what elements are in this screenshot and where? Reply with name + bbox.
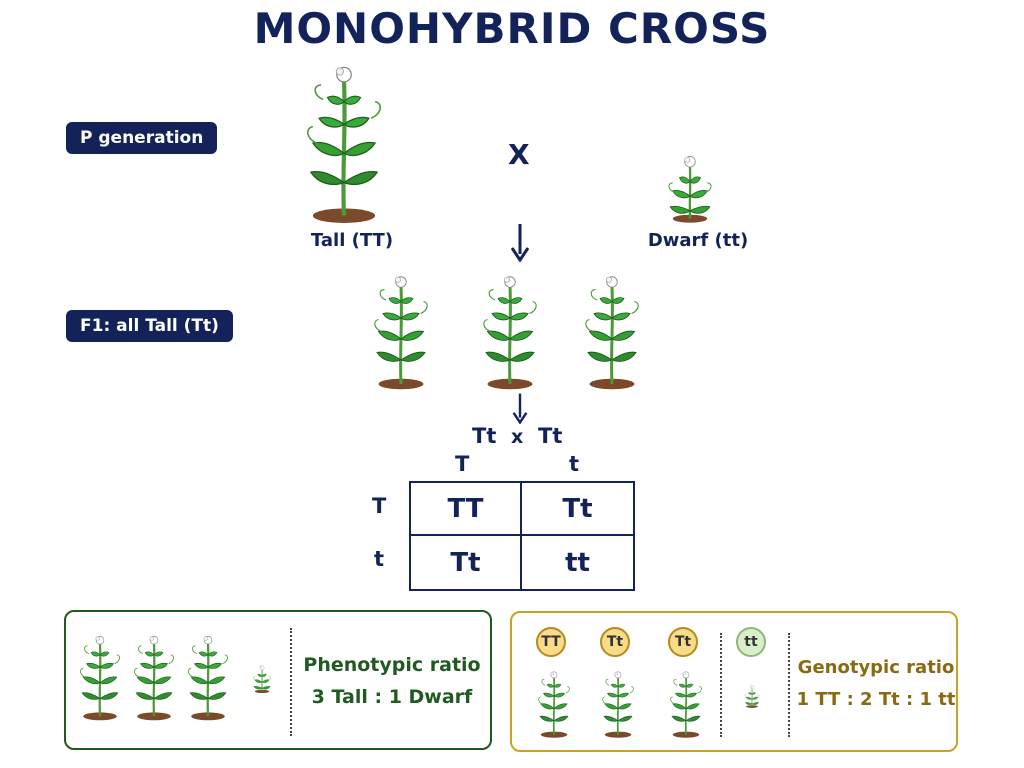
genotype-badge: Tt [600,627,630,657]
tall-plant-icon [664,663,708,743]
tall-plant-icon [596,663,640,743]
f1-label: F1: all Tall (Tt) [66,310,233,342]
phenotypic-ratio-panel: Phenotypic ratio 3 Tall : 1 Dwarf [64,610,492,750]
punnett-square: TT Tt Tt tt [409,481,635,591]
tall-plant-icon [574,270,650,390]
punnett-cell: Tt [411,536,522,589]
f1-plant [363,270,439,390]
dwarf-plant-icon [652,118,728,224]
phenotypic-ratio-title: Phenotypic ratio [303,654,481,676]
punnett-col-header: T [455,452,470,476]
tall-plant-icon [72,626,128,726]
punnett-cell: TT [411,483,522,536]
phenotypic-ratio-value: 3 Tall : 1 Dwarf [311,686,473,708]
panel-divider [720,633,722,737]
selfing-right-genotype: Tt [538,424,563,448]
down-arrow-icon [510,222,530,266]
genotype-badge: Tt [668,627,698,657]
p-generation-label: P generation [66,122,218,154]
dwarf-parent-plant [652,118,728,224]
tall-parent-plant [292,58,396,224]
tall-plant-icon [180,626,236,726]
genotypic-ratio-panel: TT Tt Tt tt Genotypic ratio 1 TT : 2 Tt … [510,611,958,752]
tall-parent-label: Tall (TT) [310,230,394,251]
tall-plant-icon [126,626,182,726]
punnett-cell: Tt [522,483,633,536]
genotypic-ratio-value: 1 TT : 2 Tt : 1 tt [796,689,956,710]
punnett-cell: tt [565,547,590,578]
dwarf-parent-label: Dwarf (tt) [647,230,749,251]
page-title: MONOHYBRID CROSS [253,4,771,53]
punnett-row-header: T [372,494,387,518]
f1-plant [472,270,548,390]
punnett-col-header: t [569,452,580,476]
f1-plant [574,270,650,390]
genotypic-ratio-title: Genotypic ratio [797,657,955,678]
genotype-badge: tt [736,627,766,657]
down-arrow-icon [510,392,530,428]
selfing-cross-symbol: x [511,426,524,448]
genotype-badge: TT [536,627,566,657]
selfing-left-genotype: Tt [472,424,497,448]
punnett-row-header: t [374,547,385,571]
tall-plant-icon [472,270,548,390]
parent-cross-symbol: X [508,138,530,171]
dwarf-plant-icon [734,685,770,739]
panel-divider [290,628,292,736]
tall-plant-icon [363,270,439,390]
panel-divider [788,633,790,737]
tall-plant-icon [292,58,396,224]
tall-plant-icon [532,663,576,743]
dwarf-plant-icon [240,668,284,728]
